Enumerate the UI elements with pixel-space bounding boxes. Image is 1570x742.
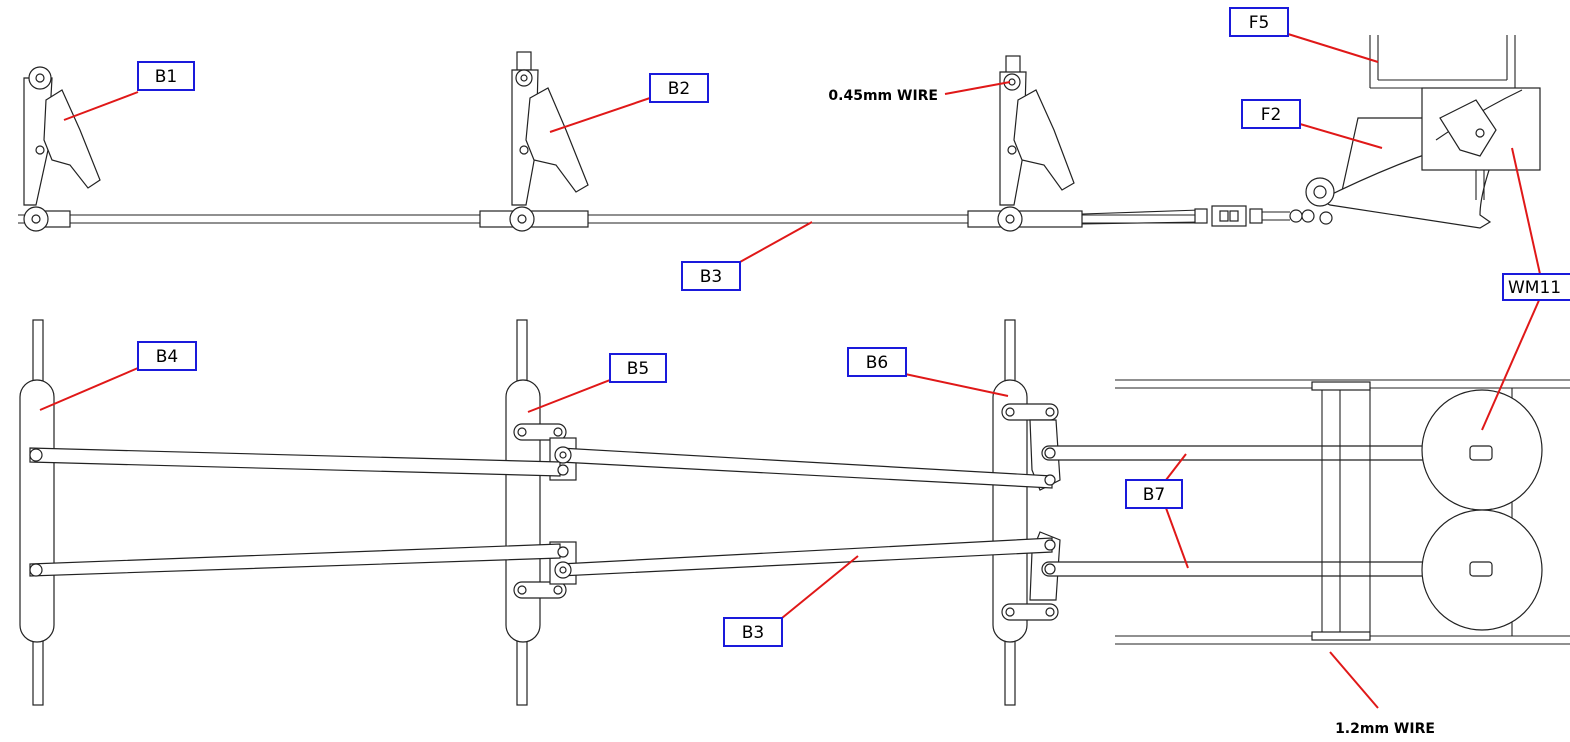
label-b4: B4 [137, 341, 197, 371]
brake-beam-b4 [19, 319, 55, 706]
label-f5: F5 [1229, 7, 1289, 37]
plan-view [19, 319, 1570, 706]
f5-bracket [1369, 35, 1516, 89]
label-f2: F2 [1241, 99, 1301, 129]
brake-beam-b5 [505, 319, 577, 706]
frame [1115, 379, 1570, 645]
label-f5-text: F5 [1249, 13, 1270, 33]
label-b5: B5 [609, 353, 667, 383]
label-wm11-text: WM11 [1508, 278, 1561, 298]
label-b7: B7 [1125, 479, 1183, 509]
wm11-cylinders-plan [1421, 389, 1543, 631]
label-b5-text: B5 [627, 359, 649, 379]
side-view [18, 35, 1541, 232]
label-b3-bottom: B3 [723, 617, 783, 647]
label-b3-top: B3 [681, 261, 741, 291]
brake-beam-b6 [992, 319, 1061, 706]
label-b7-text: B7 [1143, 485, 1165, 505]
leader-lines [39, 33, 1541, 709]
turnbuckle [1081, 205, 1315, 227]
brake-hanger-3 [997, 55, 1075, 232]
label-b2-text: B2 [668, 79, 690, 99]
label-f2-text: F2 [1261, 105, 1282, 125]
pull-rods [29, 446, 1056, 579]
label-b6: B6 [847, 347, 907, 377]
rod-sleeve-3 [967, 210, 1083, 228]
brake-hanger-2 [509, 51, 589, 232]
label-b3-bottom-text: B3 [742, 623, 764, 643]
label-b2: B2 [649, 73, 709, 103]
note-045mm-wire: 0.45mm WIRE [828, 88, 938, 104]
label-b4-text: B4 [156, 347, 178, 367]
brake-hanger-1 [23, 66, 101, 232]
note-12mm-wire: 1.2mm WIRE [1335, 721, 1435, 737]
label-b1-text: B1 [155, 67, 177, 87]
wm11-cylinder-side [1421, 87, 1541, 200]
label-b3-top-text: B3 [700, 267, 722, 287]
label-wm11: WM11 [1502, 273, 1570, 301]
label-b1: B1 [137, 61, 195, 91]
label-b6-text: B6 [866, 353, 888, 373]
